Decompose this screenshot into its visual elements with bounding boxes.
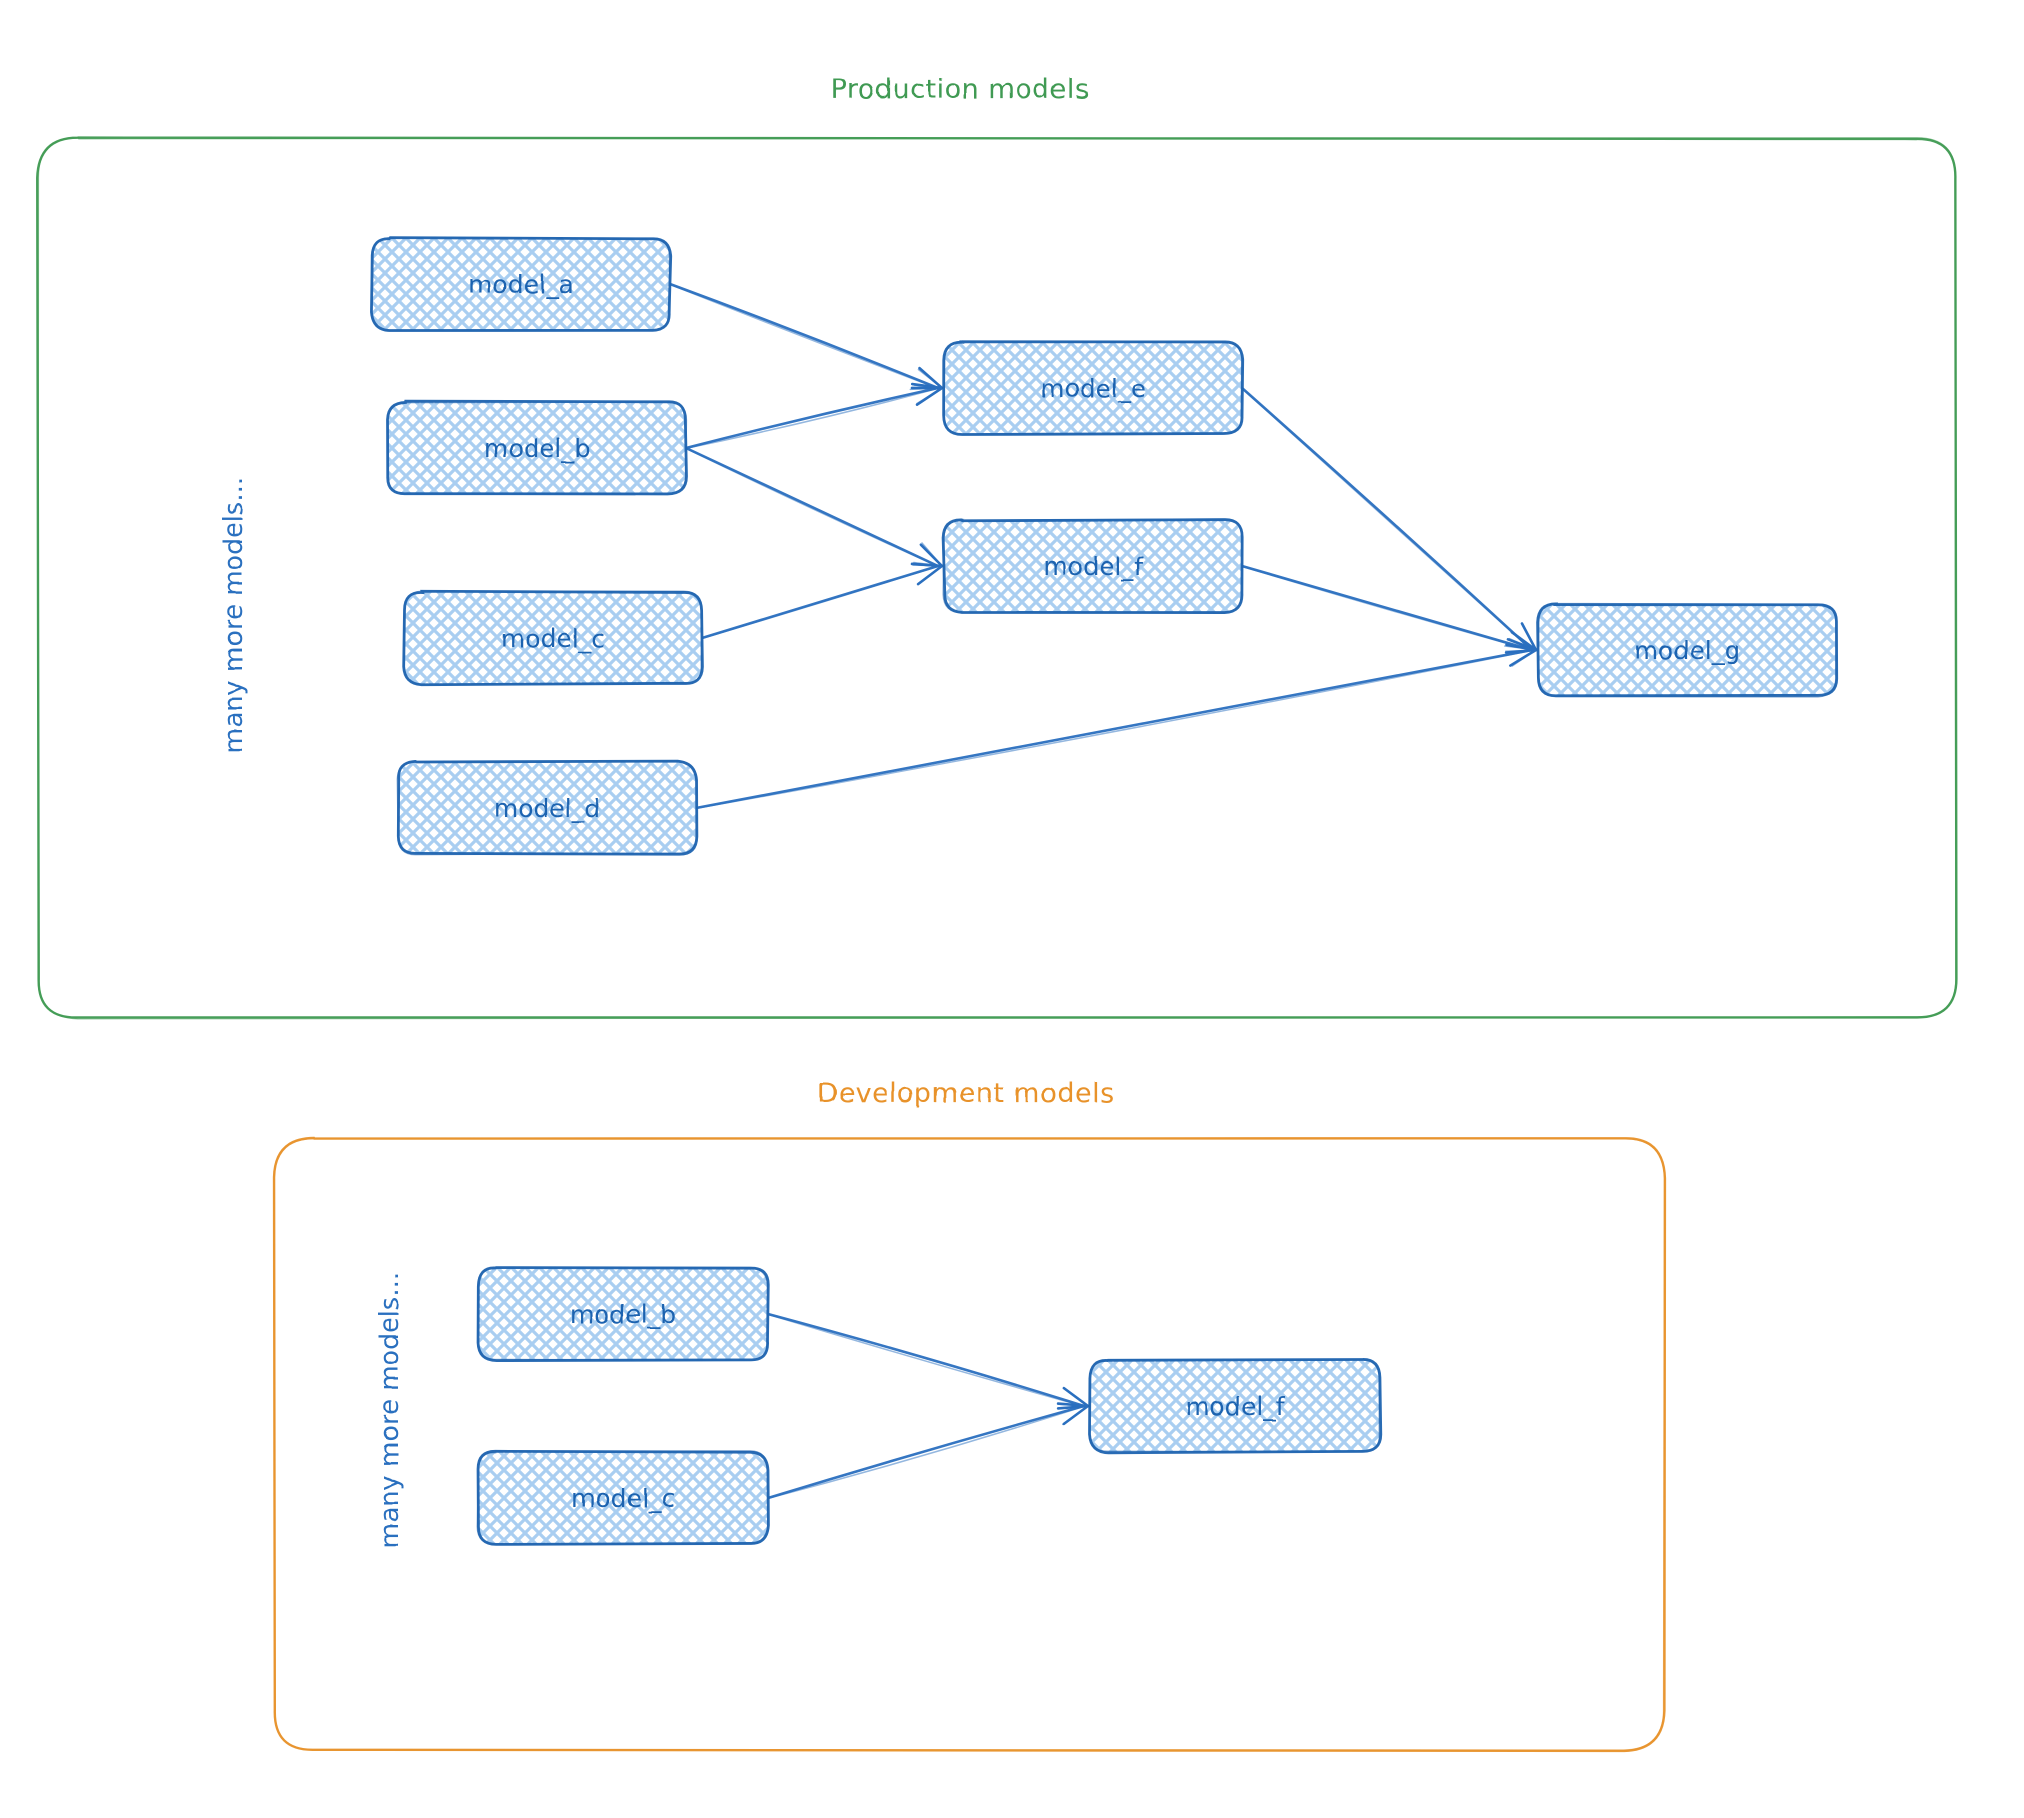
node-border-model_g xyxy=(1537,602,1838,698)
edge-line xyxy=(1241,565,1533,652)
node-label-dev_model_f: model_f xyxy=(1185,1392,1285,1421)
node-label-model_d: model_d xyxy=(494,794,600,823)
node-border-dev_model_b xyxy=(477,1266,769,1362)
edge-model_b-to-model_f xyxy=(684,446,944,568)
node-model_a[interactable]: model_a xyxy=(370,236,673,332)
edge-dev_model_c-to-dev_model_f xyxy=(766,1402,1090,1500)
node-fill-model_f xyxy=(943,519,1242,612)
edge-line xyxy=(684,446,940,568)
edge-line xyxy=(685,447,939,568)
edge-line xyxy=(685,387,939,450)
node-border-dev_model_f xyxy=(1088,1358,1381,1453)
group-production: Production models many more models... xyxy=(36,74,1958,1020)
arrowhead-icon xyxy=(1057,1403,1089,1426)
edge-model_e-to-model_g xyxy=(1240,386,1538,652)
edge-model_d-to-model_g xyxy=(694,643,1538,810)
node-label-dev_model_c: model_c xyxy=(571,1484,675,1513)
edge-line xyxy=(766,1404,1086,1500)
node-border-model_a xyxy=(370,236,671,332)
group-title-production: Production models xyxy=(831,74,1090,105)
arrowhead-icon xyxy=(910,562,944,586)
node-border-model_e xyxy=(942,340,1243,436)
group-development: Development models many more models... xyxy=(272,1078,1667,1753)
edge-line xyxy=(767,1405,1085,1500)
edge-line xyxy=(701,565,939,640)
node-model_d[interactable]: model_d xyxy=(396,759,699,856)
node-label-model_f: model_f xyxy=(1043,552,1143,581)
node-label-model_e: model_e xyxy=(1040,374,1146,403)
edge-line xyxy=(694,648,1534,810)
node-fill-model_g xyxy=(1537,603,1837,697)
edge-model_c-to-model_f xyxy=(700,561,944,640)
node-label-dev_model_b: model_b xyxy=(570,1300,676,1329)
edge-line xyxy=(669,283,939,390)
group-side-note-production: many more models... xyxy=(219,477,249,753)
edge-line xyxy=(766,1312,1086,1408)
node-fill-model_a xyxy=(372,237,670,330)
arrowhead-icon xyxy=(1504,645,1537,667)
edge-line xyxy=(1241,387,1533,652)
arrowhead-icon xyxy=(913,384,943,405)
node-fill-dev_model_c xyxy=(477,1451,769,1545)
group-frame-development xyxy=(272,1136,1667,1753)
node-label-model_a: model_a xyxy=(468,270,574,299)
edge-line xyxy=(668,282,940,390)
node-dev_model_c[interactable]: model_c xyxy=(476,1449,770,1546)
node-fill-dev_model_f xyxy=(1089,1359,1381,1453)
group-title-development: Development models xyxy=(817,1078,1114,1109)
group-side-note-development: many more models... xyxy=(375,1272,405,1548)
edge-dev_model_b-to-dev_model_f xyxy=(766,1312,1090,1410)
node-dev_model_f[interactable]: model_f xyxy=(1088,1358,1383,1455)
node-label-model_g: model_g xyxy=(1634,636,1740,665)
node-fill-model_d xyxy=(398,761,697,855)
node-model_e[interactable]: model_e xyxy=(942,340,1245,436)
node-fill-model_e xyxy=(943,341,1243,434)
edge-line xyxy=(1240,564,1534,652)
node-fill-model_c xyxy=(404,591,703,685)
node-fill-dev_model_b xyxy=(477,1267,769,1361)
node-border-dev_model_c xyxy=(476,1450,769,1546)
node-border-model_f xyxy=(942,518,1243,614)
node-model_c[interactable]: model_c xyxy=(402,589,704,687)
edge-model_a-to-model_e xyxy=(668,282,944,391)
arrowhead-icon xyxy=(913,561,943,584)
node-model_b[interactable]: model_b xyxy=(386,399,688,496)
edge-line xyxy=(684,386,940,450)
group-frame-development xyxy=(273,1137,1666,1751)
node-label-model_c: model_c xyxy=(501,624,605,653)
edge-line xyxy=(695,649,1533,810)
edge-line xyxy=(767,1313,1085,1408)
node-border-model_b xyxy=(387,401,688,495)
node-fill-model_b xyxy=(388,401,687,495)
edge-model_f-to-model_g xyxy=(1240,564,1538,654)
node-model_g[interactable]: model_g xyxy=(1536,602,1839,698)
node-border-model_d xyxy=(396,760,698,856)
node-border-model_c xyxy=(403,590,703,686)
node-model_f[interactable]: model_f xyxy=(941,518,1244,614)
node-dev_model_b[interactable]: model_b xyxy=(476,1266,770,1363)
node-label-model_b: model_b xyxy=(484,434,590,463)
group-frame-production xyxy=(37,137,1957,1020)
edge-model_b-to-model_e xyxy=(684,382,944,450)
